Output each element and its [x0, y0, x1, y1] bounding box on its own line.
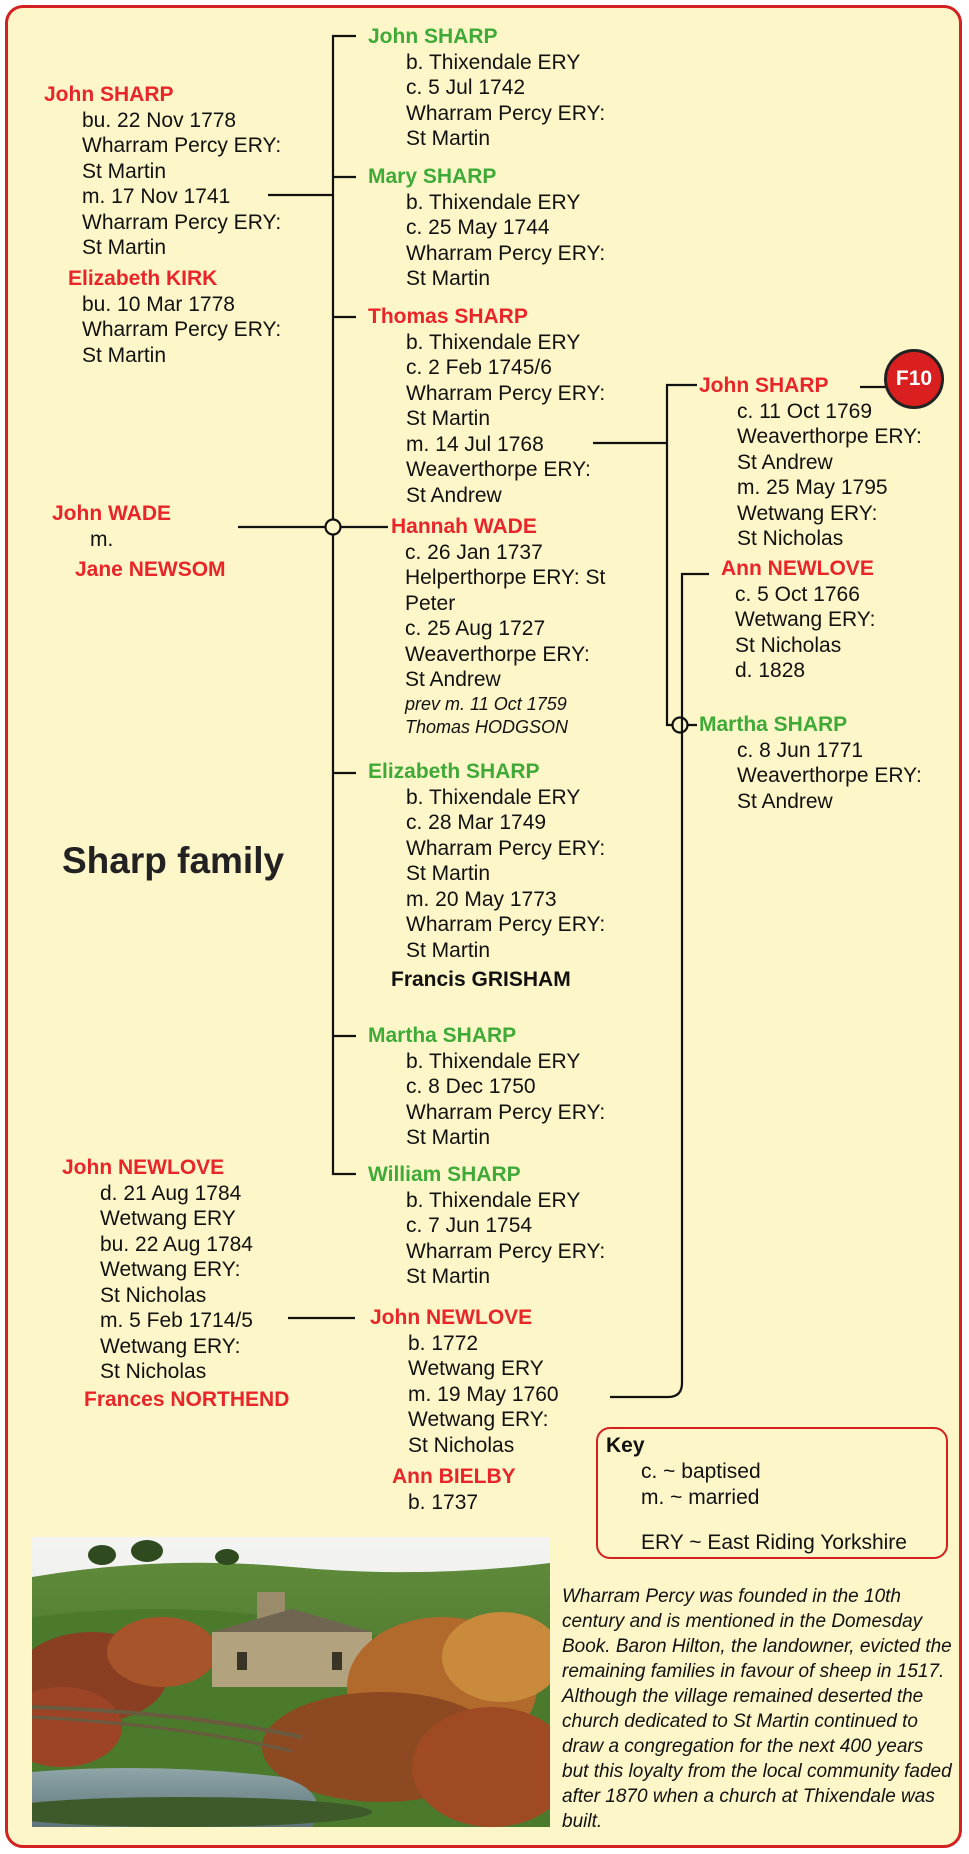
- person-martha-sharp-1771: Martha SHARP c. 8 Jun 1771 Weaverthorpe …: [699, 713, 922, 813]
- person-name: Ann NEWLOVE: [721, 557, 874, 580]
- key-item-married: m. ~ married: [641, 1486, 760, 1509]
- sibling-bracket-sharp: [331, 34, 356, 1176]
- person-martha-sharp-1750: Martha SHARP b. Thixendale ERY c. 8 Dec …: [368, 1024, 606, 1149]
- person-john-sharp-1769: John SHARP c. 11 Oct 1769 Weaverthorpe E…: [699, 374, 922, 550]
- person-thomas-sharp: Thomas SHARP b. Thixendale ERY c. 2 Feb …: [368, 305, 606, 507]
- person-ann-bielby: Ann BIELBY b. 1737: [392, 1465, 516, 1514]
- person-name: John NEWLOVE: [62, 1156, 225, 1179]
- person-name: John SHARP: [699, 374, 829, 397]
- person-name: Ann BIELBY: [392, 1465, 516, 1488]
- person-john-newlove-jr: John NEWLOVE b. 1772 Wetwang ERY m. 19 M…: [370, 1306, 559, 1457]
- person-frances-northend: Frances NORTHEND: [84, 1387, 289, 1413]
- church-landscape-image: [32, 1537, 550, 1827]
- person-name: Jane NEWSOM: [75, 558, 226, 581]
- family-title: Sharp family: [62, 840, 285, 881]
- link-ann-newlove: [610, 572, 709, 1399]
- person-elizabeth-sharp: Elizabeth SHARP b. Thixendale ERY c. 28 …: [368, 760, 606, 962]
- person-john-sharp-sr: John SHARP bu. 22 Nov 1778 Wharram Percy…: [44, 83, 282, 259]
- person-ann-newlove: Ann NEWLOVE c. 5 Oct 1766 Wetwang ERY: S…: [721, 557, 876, 682]
- person-william-sharp: William SHARP b. Thixendale ERY c. 7 Jun…: [368, 1163, 606, 1288]
- person-hannah-wade: Hannah WADE c. 26 Jan 1737 Helperthorpe …: [391, 515, 606, 737]
- key-box: Key c. ~ baptised m. ~ married ERY ~ Eas…: [596, 1427, 948, 1559]
- person-john-newlove-sr: John NEWLOVE d. 21 Aug 1784 Wetwang ERY …: [62, 1156, 253, 1383]
- person-francis-grisham: Francis GRISHAM: [391, 967, 571, 993]
- person-name: Hannah WADE: [391, 515, 537, 538]
- person-jane-newsom: Jane NEWSOM: [75, 557, 226, 583]
- marriage-node-wade: [324, 518, 342, 536]
- photo-caption: Wharram Percy was founded in the 10th ce…: [562, 1586, 952, 1832]
- person-name: John NEWLOVE: [370, 1306, 533, 1329]
- key-item-ery: ERY ~ East Riding Yorkshire: [641, 1531, 907, 1554]
- person-mary-sharp: Mary SHARP b. Thixendale ERY c. 25 May 1…: [368, 165, 606, 290]
- person-name: Mary SHARP: [368, 165, 497, 188]
- person-name: John SHARP: [368, 25, 498, 48]
- person-name: Francis GRISHAM: [391, 968, 571, 991]
- person-name: Thomas SHARP: [368, 305, 528, 328]
- person-john-wade: John WADE m.: [52, 502, 171, 551]
- person-name: Martha SHARP: [699, 713, 848, 736]
- person-name: Martha SHARP: [368, 1024, 517, 1047]
- person-name: Elizabeth SHARP: [368, 760, 540, 783]
- prev-marriage-spouse: Thomas HODGSON: [405, 716, 569, 737]
- key-title: Key: [606, 1434, 645, 1457]
- person-name: Elizabeth KIRK: [68, 267, 218, 290]
- marriage-node-thomas: [671, 716, 689, 734]
- person-name: John WADE: [52, 502, 171, 525]
- person-name: Frances NORTHEND: [84, 1388, 290, 1411]
- church-photo: [32, 1537, 550, 1827]
- f10-badge[interactable]: F10: [884, 349, 944, 409]
- key-item-baptised: c. ~ baptised: [641, 1460, 761, 1483]
- person-john-sharp-1742: John SHARP b. Thixendale ERY c. 5 Jul 17…: [368, 25, 606, 150]
- person-name: John SHARP: [44, 83, 174, 106]
- prev-marriage-note: prev m. 11 Oct 1759: [405, 693, 567, 714]
- person-elizabeth-kirk: Elizabeth KIRK bu. 10 Mar 1778 Wharram P…: [68, 267, 282, 367]
- person-name: William SHARP: [368, 1163, 521, 1186]
